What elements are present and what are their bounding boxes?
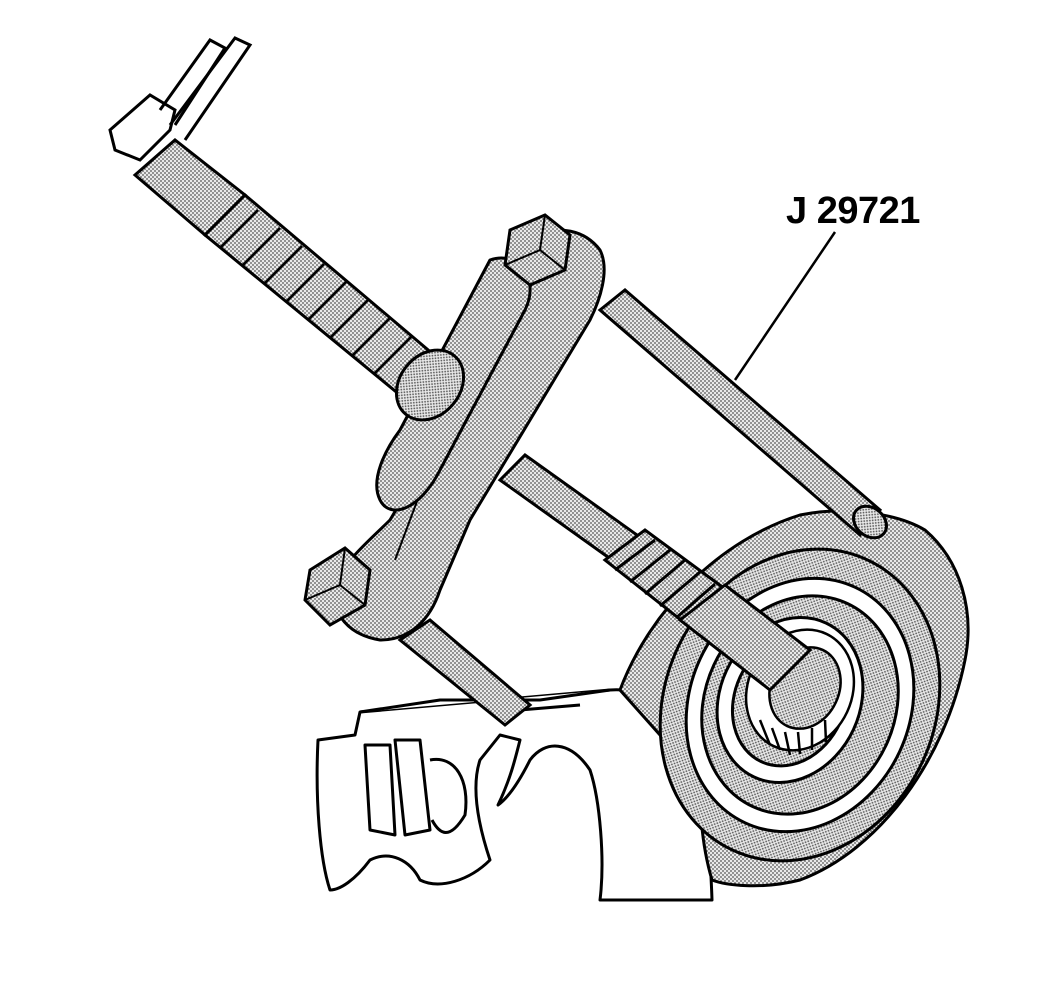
puller-leg-lower: [397, 618, 533, 727]
tool-number-label: J 29721: [786, 190, 920, 232]
yoke-plate: [332, 228, 606, 642]
callout-leader: [733, 231, 837, 381]
forcing-screw: [132, 138, 466, 422]
hex-nut-upper: [503, 213, 572, 287]
spline-adapter: [602, 528, 813, 692]
ratchet-handle: [108, 36, 253, 162]
puller-leg-upper: [597, 288, 888, 540]
knuckle-housing: [315, 688, 714, 902]
hex-nut-lower: [303, 546, 372, 627]
